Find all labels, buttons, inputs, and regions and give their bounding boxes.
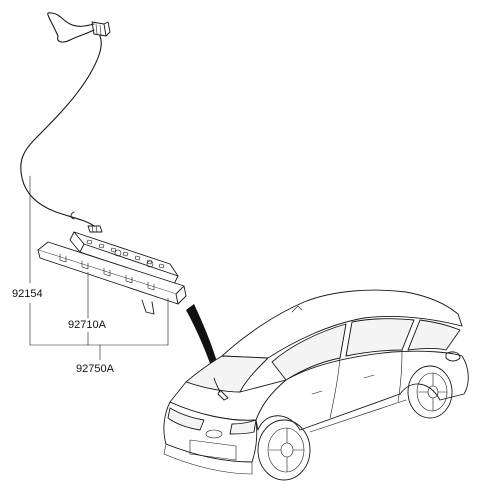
part-number-assembly: 92750A [76,363,115,375]
part-number-lens: 92710A [68,319,107,331]
car-illustration [163,289,469,481]
callout-lines [29,175,169,361]
part-number-harness: 92154 [12,288,43,300]
location-pointer-arrow [186,304,220,374]
lamp-lens [37,241,187,315]
wiring-harness [20,12,111,233]
